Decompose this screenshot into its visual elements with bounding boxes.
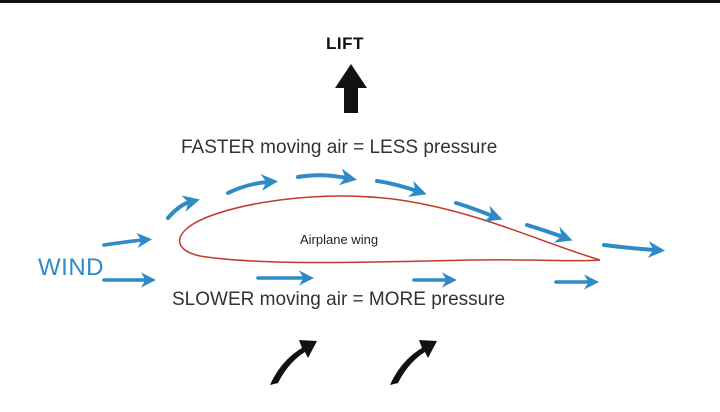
lower-airflow-arrows [102,232,600,290]
lower-pressure-label: SLOWER moving air = MORE pressure [172,289,506,310]
upper-arrow-6 [525,223,573,243]
lift-label: LIFT [326,34,364,53]
upper-arrow-3 [296,168,357,186]
top-border [0,0,720,3]
lift-arrow-icon [335,64,367,113]
pressure-arrows [270,340,437,385]
curved-up-arrow-icon [390,340,437,385]
upper-arrow-1 [166,195,200,220]
curved-up-arrow-icon [270,340,317,385]
upper-arrow-4 [375,179,427,197]
upper-airflow-arrows [166,168,666,258]
wind-label: WIND [38,254,104,281]
upper-arrow-7 [602,241,666,258]
wing-label: Airplane wing [300,232,379,247]
airplane-wing [178,195,601,264]
upper-arrow-5 [454,201,503,222]
wind-arrow-upper [102,232,153,249]
upper-arrow-2 [226,174,279,195]
upper-pressure-label: FASTER moving air = LESS pressure [181,137,498,158]
